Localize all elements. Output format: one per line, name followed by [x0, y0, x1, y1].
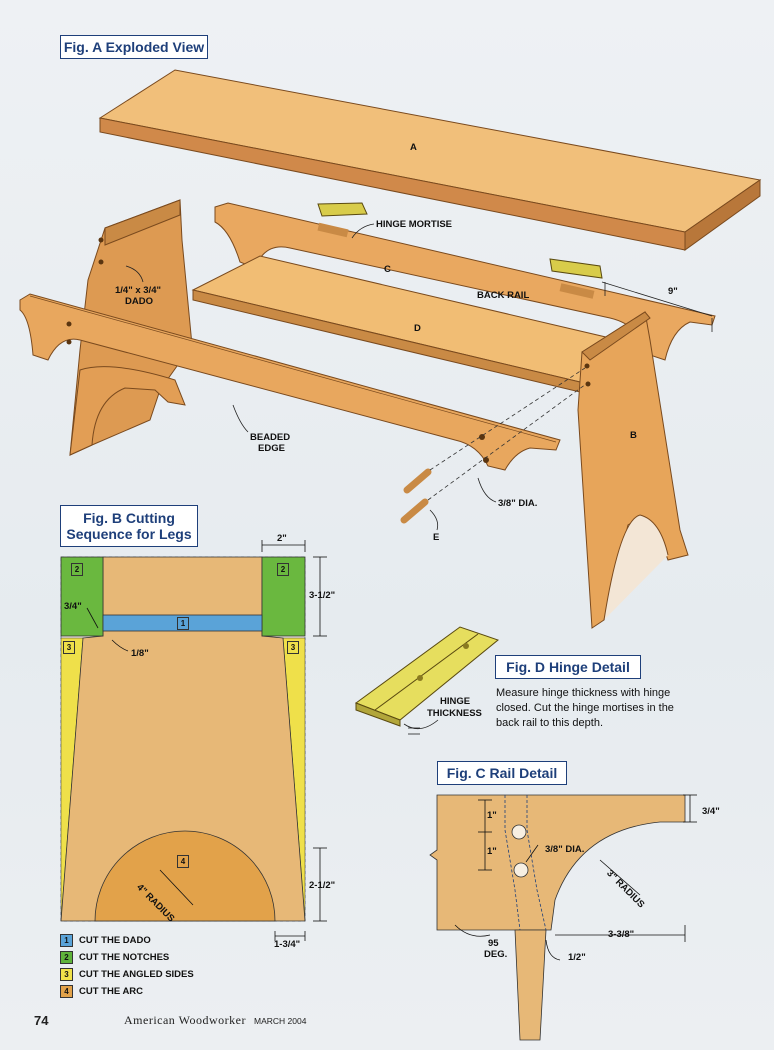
label-a: A	[410, 142, 417, 153]
fig-a-title: Fig. A Exploded View	[60, 35, 208, 59]
fig-b-prefix: Fig. B	[83, 510, 122, 526]
dim-rail-1-b: 1"	[487, 846, 497, 857]
legend-swatch: 4	[60, 985, 73, 998]
dim-1-3-4: 1-3/4"	[274, 939, 301, 950]
step-marker-4: 4	[177, 855, 189, 868]
fig-d-title: Fig. D Hinge Detail	[495, 655, 641, 679]
step-marker-3-left: 3	[63, 641, 75, 654]
dowels-e	[400, 367, 587, 524]
dim-rail-1-2: 1/2"	[568, 952, 586, 963]
label-hinge: HINGE	[440, 696, 471, 707]
dim-3-4: 3/4"	[64, 601, 82, 612]
legend-text: CUT THE ARC	[79, 986, 144, 998]
legend-text: CUT THE NOTCHES	[79, 952, 170, 964]
rail-detail-drawing	[429, 794, 697, 1041]
page-number: 74	[34, 1013, 49, 1028]
legend-item-angled: 3 CUT THE ANGLED SIDES	[60, 968, 194, 982]
issue-date: MARCH 2004	[254, 1016, 307, 1026]
legend-swatch: 3	[60, 968, 73, 981]
label-back-rail: BACK RAIL	[477, 290, 530, 301]
label-edge: EDGE	[258, 443, 285, 454]
legend-item-arc: 4 CUT THE ARC	[60, 985, 143, 999]
legend-item-notches: 2 CUT THE NOTCHES	[60, 951, 169, 965]
fig-a-prefix: Fig. A	[63, 39, 102, 55]
leg-cutting-diagram	[60, 540, 327, 941]
label-c: C	[384, 264, 391, 275]
label-d: D	[414, 323, 421, 334]
fig-c-prefix: Fig. C	[446, 765, 486, 781]
fig-b-line1: Cutting	[125, 510, 175, 526]
label-dado-size: 1/4" x 3/4"	[115, 285, 161, 296]
dim-rail-dia: 3/8" DIA.	[545, 844, 585, 855]
legend-item-dado: 1 CUT THE DADO	[60, 934, 151, 948]
front-rail	[19, 293, 561, 471]
hinge-note-line-3: back rail to this depth.	[496, 717, 604, 729]
label-e: E	[433, 532, 440, 543]
fig-d-text: Hinge Detail	[548, 659, 630, 675]
label-thickness: THICKNESS	[427, 708, 482, 719]
label-hinge-mortise: HINGE MORTISE	[376, 219, 453, 230]
dim-2-1-2: 2-1/2"	[309, 880, 336, 891]
dim-rail-3-4: 3/4"	[702, 806, 720, 817]
step-marker-1: 1	[177, 617, 189, 630]
fig-b-line2: Sequence for Legs	[66, 526, 192, 542]
right-leg-b	[577, 311, 689, 629]
hinge-note-line-1: Measure hinge thickness with hinge	[496, 687, 671, 699]
label-dowel-dia: 3/8" DIA.	[498, 498, 538, 509]
dim-rail-3-3-8: 3-3/8"	[608, 929, 635, 940]
back-rail-c	[214, 202, 716, 361]
dim-rail-deg: DEG.	[484, 949, 508, 960]
fig-c-text: Rail Detail	[489, 765, 558, 781]
step-marker-3-right: 3	[287, 641, 299, 654]
magazine-name: American Woodworker	[124, 1013, 246, 1027]
fig-b-title: Fig. B Cutting Sequence for Legs	[60, 505, 198, 547]
dim-1-8: 1/8"	[131, 648, 149, 659]
dim-top-2: 2"	[277, 533, 287, 544]
leader-lines	[125, 223, 713, 531]
hinge-detail-drawing	[354, 626, 500, 735]
step-marker-2-left: 2	[71, 563, 83, 576]
fig-a-text: Exploded View	[105, 39, 205, 55]
legend-text: CUT THE ANGLED SIDES	[79, 969, 194, 981]
fig-c-title: Fig. C Rail Detail	[437, 761, 567, 785]
dim-rail-95: 95	[488, 938, 499, 949]
legend-swatch: 2	[60, 951, 73, 964]
label-b: B	[630, 430, 637, 441]
dim-3-1-2: 3-1/2"	[309, 590, 336, 601]
seat-board-a	[98, 69, 762, 251]
legend-text: CUT THE DADO	[79, 935, 151, 947]
label-dim-9: 9"	[668, 286, 678, 297]
dim-rail-1-a: 1"	[487, 810, 497, 821]
label-beaded: BEADED	[250, 432, 291, 443]
fig-d-prefix: Fig. D	[506, 659, 546, 675]
hinge-note-line-2: closed. Cut the hinge mortises in the	[496, 702, 674, 714]
hinge-parts	[317, 202, 603, 279]
label-dado: DADO	[125, 296, 153, 307]
step-marker-2-right: 2	[277, 563, 289, 576]
legend-swatch: 1	[60, 934, 73, 947]
